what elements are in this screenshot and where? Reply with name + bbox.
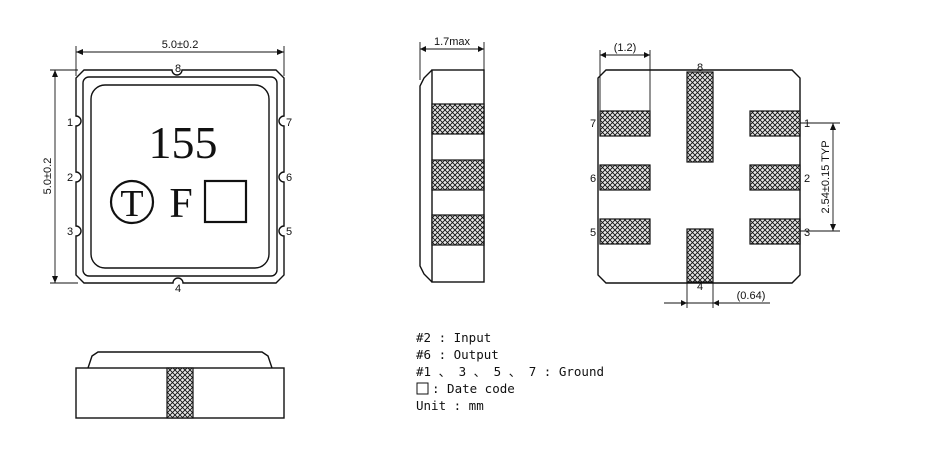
front-pad <box>166 367 194 419</box>
bottom-pin-6: 6 <box>590 173 596 185</box>
top-pin-4: 4 <box>175 283 181 295</box>
pad-width-dimension: (1.2) <box>599 42 651 112</box>
bottom-pin-8: 8 <box>697 62 703 74</box>
bottom-pad-7 <box>599 110 651 137</box>
pitch-label: 2.54±0.15 TYP <box>820 140 832 213</box>
top-pin-3: 3 <box>67 226 73 238</box>
bottom-pad-4 <box>686 228 714 283</box>
side-lid <box>419 69 433 283</box>
top-lid <box>90 84 270 269</box>
pad-width-label: (1.2) <box>614 42 637 54</box>
top-width-dimension: 5.0±0.2 <box>75 39 285 76</box>
side-thickness-label: 1.7max <box>434 36 471 48</box>
bottom-pin-1: 1 <box>804 118 810 130</box>
bottom-pad-8 <box>686 71 714 163</box>
marking-letter: F <box>169 181 192 227</box>
legend-output: #6 : Output <box>416 347 499 362</box>
side-pad-middle <box>431 159 485 191</box>
bottom-pad-1 <box>749 110 801 137</box>
bottom-pad-2 <box>749 164 801 191</box>
top-pin-5: 5 <box>286 226 292 238</box>
bottom-body-outline <box>597 69 801 284</box>
bottom-pad-5 <box>599 218 651 245</box>
bottom-pad-3 <box>749 218 801 245</box>
legend-unit: Unit : mm <box>416 398 484 413</box>
side-view-vertical: 1.7max <box>419 36 485 283</box>
bottom-view: (1.2) 2.54±0.15 TYP (0.64) 1 2 3 <box>590 42 840 308</box>
small-pad-dimension: (0.64) <box>664 282 770 308</box>
side-pad-upper <box>431 103 485 135</box>
top-height-label: 5.0±0.2 <box>42 158 54 195</box>
pitch-dimension: 2.54±0.15 TYP <box>800 122 840 232</box>
bottom-pin-4: 4 <box>697 281 703 293</box>
top-pin-1: 1 <box>67 117 73 129</box>
svg-text:T: T <box>120 183 143 225</box>
marking-code: 155 <box>149 117 218 168</box>
top-view: 5.0±0.2 5.0±0.2 155 T F 1 2 3 4 5 6 7 8 <box>42 39 292 295</box>
legend-input: #2 : Input <box>416 330 491 345</box>
legend-ground: #1 、 3 、 5 、 7 : Ground <box>416 364 604 379</box>
legend-date-code: : Date code <box>432 381 515 396</box>
top-height-dimension: 5.0±0.2 <box>42 69 78 284</box>
top-pin-7: 7 <box>286 117 292 129</box>
top-pin-8: 8 <box>175 63 181 75</box>
empty-square-icon <box>416 382 429 395</box>
top-pin-6: 6 <box>286 172 292 184</box>
bottom-pad-6 <box>599 164 651 191</box>
top-width-label: 5.0±0.2 <box>162 39 199 51</box>
bottom-pin-3: 3 <box>804 227 810 239</box>
circled-T-logo-icon: T <box>109 179 155 225</box>
top-pin-2: 2 <box>67 172 73 184</box>
bottom-pin-2: 2 <box>804 173 810 185</box>
bottom-pin-7: 7 <box>590 118 596 130</box>
side-pad-lower <box>431 214 485 246</box>
side-view-horizontal <box>75 351 285 419</box>
date-code-box-icon <box>203 179 248 224</box>
side-thickness-dimension: 1.7max <box>419 36 485 80</box>
bottom-pin-5: 5 <box>590 227 596 239</box>
pin-legend: #2 : Input #6 : Output #1 、 3 、 5 、 7 : … <box>416 330 604 413</box>
small-pad-label: (0.64) <box>737 290 766 302</box>
top-body-outline <box>75 69 285 284</box>
front-lid <box>87 351 273 369</box>
